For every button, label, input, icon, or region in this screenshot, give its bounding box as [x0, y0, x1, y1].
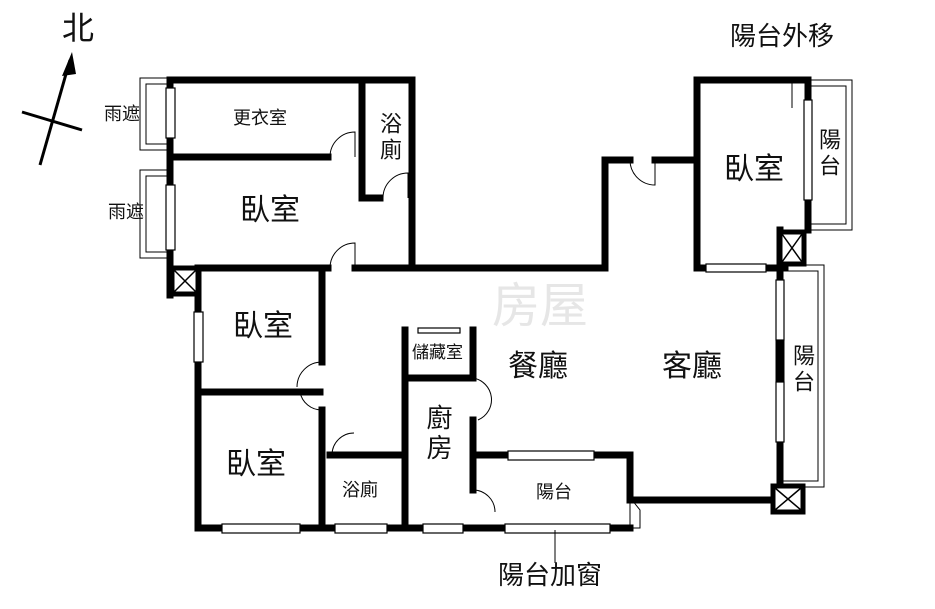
- room-living: 客廳: [662, 349, 722, 384]
- shaft-boxes: [169, 229, 807, 515]
- room-bath-upper: 浴廁: [376, 112, 401, 164]
- room-bedroom-right: 臥室: [724, 152, 784, 187]
- room-balcony-right-top: 陽台: [815, 128, 840, 180]
- room-bedroom-upper: 臥室: [240, 193, 300, 228]
- room-bedroom-left-low: 臥室: [226, 447, 286, 482]
- room-dining: 餐廳: [508, 349, 568, 384]
- watermark: 房屋: [492, 278, 589, 334]
- room-balcony-bottom: 陽台: [536, 482, 572, 503]
- compass-label: 北: [62, 9, 95, 47]
- room-walk-in-closet: 更衣室: [233, 108, 287, 129]
- room-balcony-right-mid: 陽台: [789, 344, 814, 396]
- annotation-balcony-moved-out: 陽台外移: [730, 22, 835, 52]
- room-bath-lower: 浴廁: [342, 480, 378, 501]
- north-arrow-icon: [21, 52, 83, 166]
- doors: [296, 131, 656, 513]
- windows: [165, 87, 813, 534]
- room-canopy-1: 雨遮: [104, 104, 140, 125]
- room-kitchen: 廚房: [422, 404, 452, 464]
- room-bedroom-left-mid: 臥室: [233, 309, 293, 344]
- room-canopy-2: 雨遮: [108, 202, 144, 223]
- room-storage: 儲藏室: [412, 343, 463, 363]
- annotation-balcony-add-window: 陽台加窗: [498, 561, 603, 591]
